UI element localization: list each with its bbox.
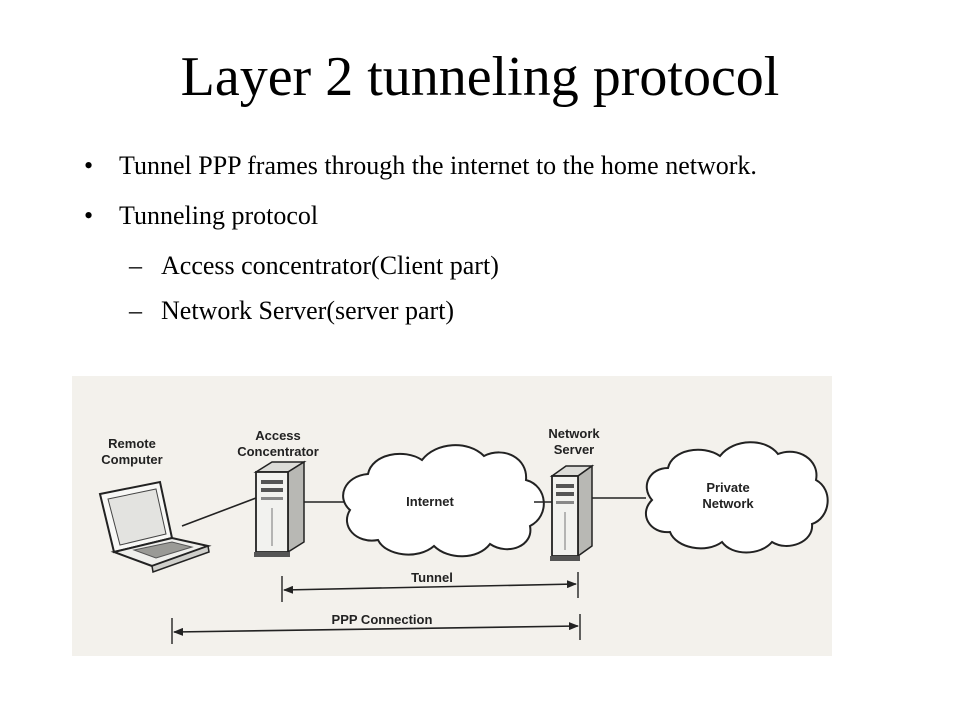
cloud-icon bbox=[342, 444, 545, 558]
slide-title: Layer 2 tunneling protocol bbox=[180, 46, 780, 108]
private-network-label: Private bbox=[706, 480, 749, 495]
access-concentrator-label: Access bbox=[255, 428, 301, 443]
bullet-list: • Tunnel PPP frames through the internet… bbox=[84, 150, 844, 340]
cable-line bbox=[181, 497, 257, 527]
remote-computer-label: Remote bbox=[108, 436, 156, 451]
server-tower-icon bbox=[253, 460, 307, 557]
cloud-icon bbox=[645, 441, 829, 554]
bullet-item: • Tunneling protocol bbox=[84, 200, 844, 231]
sub-bullet-text: Network Server(server part) bbox=[161, 296, 455, 325]
ppp-connection-label: PPP Connection bbox=[332, 612, 433, 627]
access-concentrator-label: Concentrator bbox=[237, 444, 319, 459]
sub-bullet-item: – Network Server(server part) bbox=[84, 295, 844, 326]
laptop-icon bbox=[98, 480, 212, 574]
network-server-label: Network bbox=[548, 426, 600, 441]
tunnel-label: Tunnel bbox=[411, 570, 453, 585]
internet-label: Internet bbox=[406, 494, 454, 509]
sub-bullet-marker: – bbox=[129, 296, 142, 325]
bullet-item: • Tunnel PPP frames through the internet… bbox=[84, 150, 844, 181]
remote-computer-label: Computer bbox=[101, 452, 162, 467]
bullet-marker: • bbox=[84, 201, 94, 230]
tunnel-arrow bbox=[283, 580, 577, 594]
bullet-text: Tunnel PPP frames through the internet t… bbox=[119, 151, 757, 180]
sub-bullet-item: – Access concentrator(Client part) bbox=[84, 250, 844, 281]
network-diagram: Remote Computer Access Concentrator Inte… bbox=[72, 376, 832, 656]
sub-bullet-marker: – bbox=[129, 251, 142, 280]
bullet-text: Tunneling protocol bbox=[119, 201, 319, 230]
bullet-marker: • bbox=[84, 151, 94, 180]
sub-bullet-text: Access concentrator(Client part) bbox=[161, 251, 499, 280]
server-tower-icon bbox=[549, 464, 595, 561]
ppp-connection-arrow bbox=[173, 622, 579, 636]
private-network-label: Network bbox=[702, 496, 754, 511]
network-server-label: Server bbox=[554, 442, 594, 457]
